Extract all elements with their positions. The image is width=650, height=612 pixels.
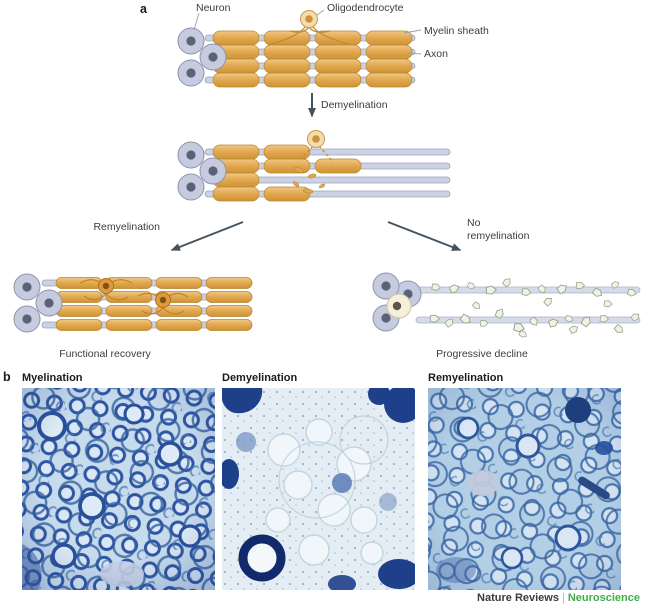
panel-b-label: b (3, 370, 11, 384)
myelin-debris-fragments (292, 167, 326, 194)
myelin-sheath-label: Myelin sheath (424, 25, 489, 37)
panel-a-diagram: a (13, 2, 641, 360)
new-oligodendrocyte (98, 278, 114, 294)
micrograph-title: Demyelination (222, 372, 298, 384)
degenerating-oligodendrocyte-branches (298, 145, 334, 163)
micrograph-demyelination-image (222, 388, 415, 590)
new-oligodendrocyte (155, 292, 171, 308)
oligodendrocyte (300, 10, 318, 28)
dark-stained-blobs (222, 388, 415, 590)
micrograph-myelination-image (22, 388, 215, 590)
remyelination-label: Remyelination (93, 221, 160, 233)
progressive-decline-label: Progressive decline (436, 348, 528, 360)
diagram-myelinated-axons (177, 10, 416, 88)
demyelination-label: Demyelination (321, 99, 388, 111)
micrograph-panel-demyelination: Demyelination (222, 372, 415, 590)
journal-name: Nature Reviews (477, 592, 559, 604)
no-remyelination-label-line2: remyelination (467, 230, 530, 242)
micrograph-title: Remyelination (428, 372, 504, 384)
dark-ring-cell (238, 534, 286, 582)
medium-blue-cells (236, 432, 397, 511)
new-oligodendrocyte-branches (79, 279, 189, 315)
degenerating-oligodendrocyte (307, 130, 325, 148)
oligodendrocyte-branches (267, 25, 351, 46)
panel-a-label: a (140, 2, 148, 16)
dying-cell (386, 293, 412, 319)
diagram-demyelinated-axons (177, 130, 451, 202)
annotations: Neuron Oligodendrocyte Myelin sheath Axo… (193, 2, 489, 60)
pale-vesicles (265, 418, 384, 566)
diagram-degenerating-axons: Progressive decline (372, 272, 641, 360)
remyelination-step: Remyelination (93, 221, 244, 251)
neuron-label: Neuron (196, 2, 231, 14)
myelin-debris-field (428, 276, 641, 340)
functional-recovery-label: Functional recovery (59, 348, 151, 360)
axon-label: Axon (424, 48, 448, 60)
micrograph-title: Myelination (22, 372, 83, 384)
credit-separator: | (561, 592, 565, 604)
no-remyelination-step: No remyelination (387, 217, 530, 251)
micrograph-panel-myelination: Myelination (22, 372, 215, 590)
micrograph-panel-remyelination: Remyelination (428, 372, 621, 590)
faint-cell-outlines (278, 415, 389, 519)
micrograph-remyelination-image (428, 388, 621, 590)
journal-credit: Nature Reviews|Neuroscience (477, 592, 640, 604)
demyelination-step: Demyelination (308, 93, 388, 118)
no-remyelination-label-line1: No (467, 217, 481, 229)
diagram-remyelinated-axons: Functional recovery (13, 273, 253, 360)
journal-section: Neuroscience (567, 592, 640, 604)
oligodendrocyte-label: Oligodendrocyte (327, 2, 404, 14)
